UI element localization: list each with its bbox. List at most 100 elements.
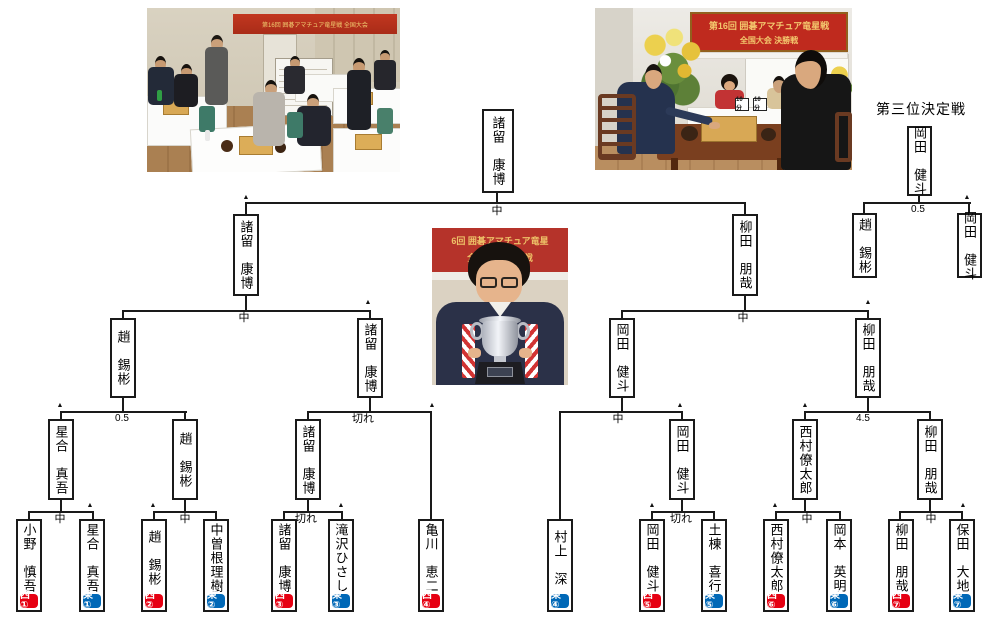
- result-r1-4: 切れ: [670, 513, 692, 525]
- connector: [559, 411, 561, 519]
- trophy-cup: [482, 321, 518, 357]
- player-name: 小野 慎吾: [21, 523, 37, 593]
- photo-final-match: 第16回 囲碁アマチュア竜星戦 全国大会 決勝戦 10分 10分: [595, 8, 852, 170]
- connector: [122, 310, 371, 312]
- person-head: [380, 50, 390, 64]
- result-sf-right: 中: [737, 312, 749, 324]
- table-leg: [671, 158, 678, 170]
- player-box-entrant-2: 星合 真吾 東①: [79, 519, 105, 612]
- connector: [92, 511, 94, 519]
- connector: [681, 411, 683, 419]
- connector: [153, 511, 155, 519]
- player-box-qf-1: 趙 錫彬: [110, 318, 136, 398]
- result-qf3: 中: [612, 413, 624, 425]
- connector: [863, 202, 865, 213]
- player-box-entrant-11: 西村僚太郎 西⑥: [763, 519, 789, 612]
- player-box-r2-5: 西村僚太郎: [792, 419, 818, 500]
- seed-badge: 西⑥: [767, 591, 785, 611]
- game-clock: 10分: [735, 97, 749, 112]
- player-name: 趙 錫彬: [857, 217, 872, 274]
- seed-badge: 西⑦: [892, 591, 910, 611]
- connector: [899, 511, 901, 519]
- seed-badge: 西②: [145, 591, 163, 611]
- bottle: [205, 130, 210, 141]
- person-seated: [174, 74, 198, 107]
- person-seated: [284, 66, 305, 94]
- player-box-sf-right: 柳田 朋哉: [732, 214, 758, 296]
- result-sf-left: 中: [238, 312, 250, 324]
- winner-marker: ▲: [648, 502, 656, 509]
- venue-banner: 第16回 囲碁アマチュア竜星戦 全国大会: [233, 14, 397, 34]
- seed-badge: 東⑤: [705, 591, 723, 611]
- seed-badge: 西④: [422, 591, 440, 611]
- player-right-body: [781, 74, 851, 170]
- bottle: [157, 90, 162, 101]
- winner-marker: ▲: [771, 502, 779, 509]
- connector: [122, 310, 124, 318]
- player-name: 趙 錫彬: [146, 530, 162, 586]
- player-box-qf-4: 柳田 朋哉: [855, 318, 881, 398]
- seed-badge: 西⑤: [643, 591, 661, 611]
- connector: [621, 398, 623, 411]
- seed-badge: 西③: [275, 591, 293, 611]
- winner-marker: ▲: [959, 502, 967, 509]
- player-name: 滝沢ひさし: [333, 523, 349, 593]
- player-box-entrant-10: 土棟 喜行 東⑤: [701, 519, 727, 612]
- person-head: [181, 64, 192, 80]
- winner-face: [476, 260, 522, 305]
- connector: [307, 411, 309, 419]
- trophy-handle: [516, 322, 530, 340]
- player-name: 柳田 朋哉: [860, 323, 876, 393]
- connector: [122, 398, 124, 411]
- connector: [245, 202, 746, 204]
- table-leg: [777, 158, 784, 170]
- clock-label: 10分: [754, 97, 761, 112]
- connector: [804, 411, 806, 419]
- winner-hand: [519, 348, 532, 358]
- player-box-qf-2: 諸留 康博: [357, 318, 383, 398]
- connector: [184, 411, 186, 419]
- winner-marker: ▲: [242, 194, 250, 201]
- venue-banner-text: 第16回 囲碁アマチュア竜星戦 全国大会: [262, 22, 368, 29]
- player-box-entrant-14: 保田 大地 東⑦: [949, 519, 975, 612]
- person-head: [290, 56, 300, 70]
- player-box-entrant-12: 岡本 英明 東⑥: [826, 519, 852, 612]
- player-name: 岡本 英明: [831, 523, 847, 593]
- connector: [60, 411, 62, 419]
- result-qf4: 4.5: [856, 413, 870, 424]
- player-name: 柳田 朋哉: [893, 523, 909, 593]
- third-place-title: 第三位決定戦: [876, 101, 966, 117]
- result-r1-1: 中: [54, 513, 66, 525]
- go-board: [355, 134, 382, 150]
- connector: [867, 398, 869, 411]
- trophy-stem: [494, 356, 506, 363]
- chair-left: [598, 94, 636, 160]
- winner-hand: [468, 348, 481, 358]
- seed-badge: 西①: [20, 591, 38, 611]
- banner: 第16回 囲碁アマチュア竜星戦 全国大会 決勝戦: [690, 12, 848, 52]
- chair-green: [377, 108, 393, 134]
- winner-glasses: [501, 277, 518, 288]
- result-qf1: 0.5: [115, 413, 129, 424]
- winner-glasses: [480, 277, 497, 288]
- result-r1-5: 中: [801, 513, 813, 525]
- seed-badge: 東④: [551, 591, 569, 611]
- connector: [307, 411, 432, 413]
- person-head: [155, 56, 166, 72]
- player-box-r2-2: 趙 錫彬: [172, 419, 198, 500]
- player-right-head: [795, 50, 827, 89]
- trophy-plaque: [487, 367, 513, 377]
- winner-marker: ▲: [864, 299, 872, 306]
- connector: [621, 310, 869, 312]
- winner-marker: ▲: [801, 402, 809, 409]
- connector: [60, 500, 62, 511]
- player-name: 諸留 康博: [300, 424, 316, 495]
- connector: [775, 511, 777, 519]
- player-name: 星合 真吾: [84, 523, 100, 593]
- player-box-qf-3: 岡田 健斗: [609, 318, 635, 398]
- go-bowl: [761, 128, 776, 141]
- player-name: 柳田 朋哉: [922, 424, 938, 495]
- connector: [929, 500, 931, 511]
- connector: [215, 511, 217, 519]
